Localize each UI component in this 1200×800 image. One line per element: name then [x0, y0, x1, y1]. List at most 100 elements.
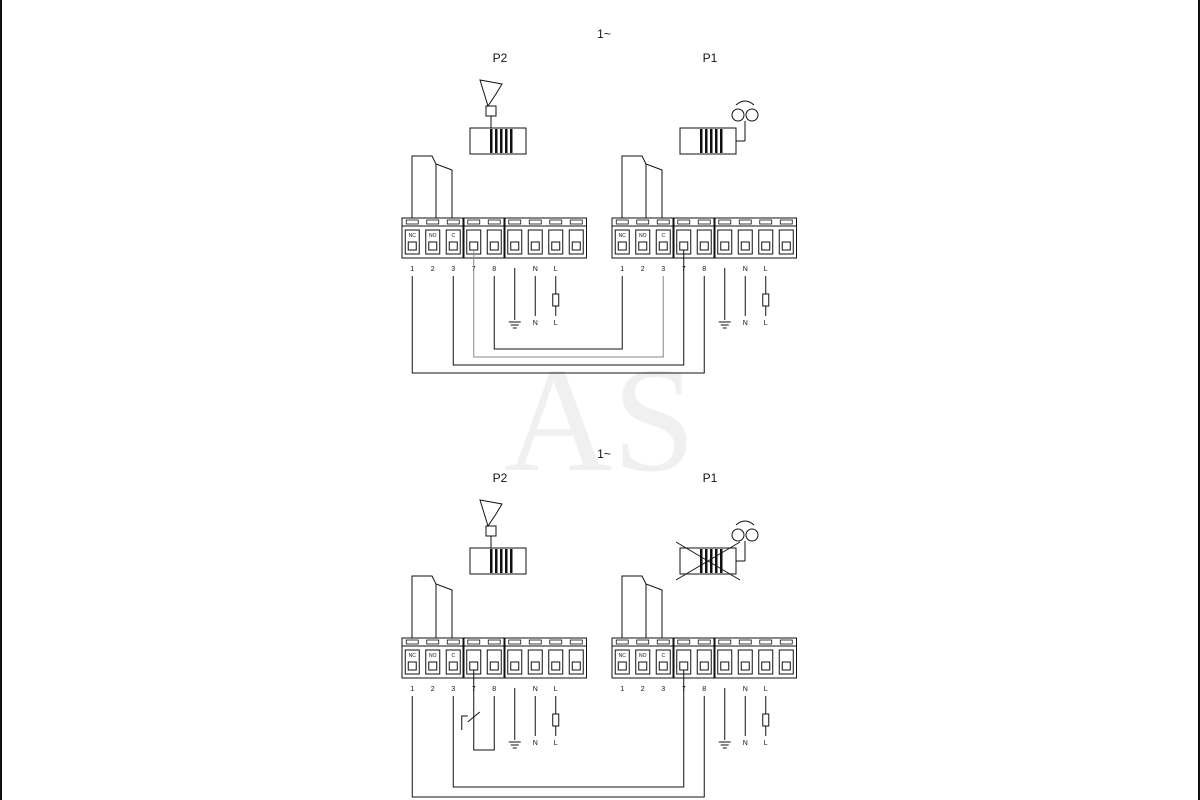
left-terminal-screw: [571, 241, 581, 251]
left-terminal-screw: [551, 661, 561, 671]
right-terminal-top-label: C: [661, 233, 665, 239]
wire-l7-r3: [473, 250, 664, 358]
left-neutral-label: N: [533, 320, 538, 327]
right-terminal-number: 1: [620, 686, 624, 693]
p2-motor-winding: [500, 129, 503, 153]
right-terminal-screw: [761, 661, 771, 671]
p2-motor-winding: [495, 129, 498, 153]
left-terminal-cap: [446, 219, 460, 225]
left-terminal-top-label: NO: [429, 233, 437, 239]
p2-motor-winding: [495, 549, 498, 573]
right-terminal-screw: [781, 661, 791, 671]
left-terminal-number: 8: [492, 266, 496, 273]
left-terminal-cap: [426, 639, 440, 645]
right-terminal-number: 3: [661, 266, 665, 273]
left-terminal-screw: [510, 241, 520, 251]
left-fuse: [552, 293, 560, 307]
p2-motor-winding: [510, 129, 513, 153]
left-terminal-number: 8: [492, 686, 496, 693]
right-terminal-top-label: NO: [639, 233, 647, 239]
right-terminal-cap: [656, 639, 670, 645]
right-terminal-cap: [697, 219, 711, 225]
right-terminal-top-label: NC: [619, 233, 627, 239]
p2-motor-housing: [469, 127, 527, 155]
left-terminal-top-label: NC: [409, 233, 417, 239]
p1-pump-impeller: [731, 108, 745, 122]
right-terminal-screw: [699, 661, 709, 671]
pump-p2-label: P2: [493, 51, 508, 65]
watermark: AS: [504, 337, 696, 503]
right-frame-border: [1198, 0, 1200, 800]
p1-motor-winding: [710, 549, 713, 573]
right-terminal-cap: [636, 219, 650, 225]
left-terminal-cap: [528, 639, 542, 645]
left-terminal-screw: [510, 661, 520, 671]
right-terminal-number: 3: [661, 686, 665, 693]
left-terminal-number: 2: [431, 266, 435, 273]
right-terminal-cap: [738, 639, 752, 645]
right-terminal-top-label: C: [661, 653, 665, 659]
left-terminal-cap: [446, 639, 460, 645]
left-terminal-number: 3: [451, 686, 455, 693]
right-terminal-number: N: [743, 686, 748, 693]
left-terminal-number: 2: [431, 686, 435, 693]
left-live-label: L: [554, 320, 558, 327]
right-terminal-screw: [658, 661, 668, 671]
right-terminal-cap: [779, 219, 793, 225]
left-terminal-number: 3: [451, 266, 455, 273]
right-terminal-screw: [658, 241, 668, 251]
left-terminal-top-label: NO: [429, 653, 437, 659]
p2-motor-housing: [469, 547, 527, 575]
left-terminal-screw: [530, 661, 540, 671]
left-terminal-screw: [448, 241, 458, 251]
left-terminal-cap: [426, 219, 440, 225]
right-terminal-number: 2: [641, 266, 645, 273]
left-terminal-cap: [405, 219, 419, 225]
left-terminal-screw: [428, 661, 438, 671]
wire-l1-r8: [411, 276, 705, 374]
right-terminal-screw: [617, 661, 627, 671]
left-live-label: L: [554, 740, 558, 747]
left-fuse: [552, 713, 560, 727]
wire-l1-r8: [411, 696, 705, 798]
right-terminal-screw: [679, 241, 689, 251]
p1-motor-winding: [710, 129, 713, 153]
left-terminal-cap: [487, 219, 501, 225]
pump-p2-label: P2: [493, 471, 508, 485]
right-terminal-number: 8: [702, 266, 706, 273]
left-terminal-cap: [569, 219, 583, 225]
left-terminal-screw: [448, 661, 458, 671]
right-terminal-cap: [677, 219, 691, 225]
p1-motor-housing: [679, 547, 737, 575]
p2-motor-winding: [490, 129, 493, 153]
p1-motor-cross: [675, 541, 741, 581]
left-terminal-cap: [487, 639, 501, 645]
phase-label: 1~: [597, 27, 611, 41]
wire-l3-r7: [452, 250, 685, 366]
right-relay-housing: [621, 155, 663, 218]
right-terminal-screw: [720, 241, 730, 251]
p2-motor-winding: [505, 549, 508, 573]
left-terminal-screw: [530, 241, 540, 251]
left-terminal-top-label: C: [451, 233, 455, 239]
right-terminal-top-label: NC: [619, 653, 627, 659]
right-terminal-top-label: NO: [639, 653, 647, 659]
left-terminal-screw: [469, 241, 479, 251]
p2-float-cone: [479, 79, 503, 108]
right-terminal-cap: [759, 639, 773, 645]
jumper-l7-l8: [473, 670, 495, 751]
left-terminal-cap: [528, 219, 542, 225]
left-terminal-cap: [569, 639, 583, 645]
p1-pump-impeller: [745, 528, 759, 542]
right-terminal-number: 8: [702, 686, 706, 693]
right-terminal-cap: [677, 639, 691, 645]
left-terminal-screw: [428, 241, 438, 251]
left-terminal-screw: [551, 241, 561, 251]
left-terminal-number: L: [554, 266, 558, 273]
left-terminal-number: L: [554, 686, 558, 693]
jumper-switch-symbol: [461, 711, 481, 730]
left-terminal-cap: [467, 639, 481, 645]
right-fuse: [762, 293, 770, 307]
